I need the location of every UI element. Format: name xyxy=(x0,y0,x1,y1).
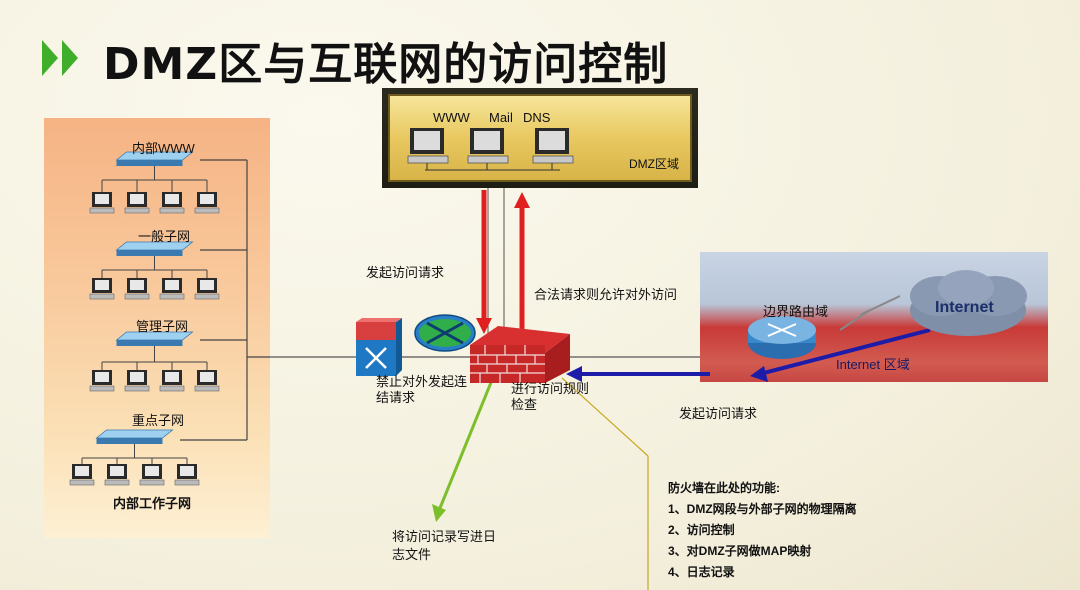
title-chevron-icon xyxy=(42,40,78,76)
log-arrow xyxy=(438,379,494,509)
subnet-label-www: 内部WWW xyxy=(132,141,195,156)
pc-icon xyxy=(139,464,165,486)
firewall-icon xyxy=(470,326,570,383)
pc-icon xyxy=(159,278,185,300)
dmz-server-dns: DNS xyxy=(523,110,551,125)
internet-cloud-label: Internet xyxy=(935,299,994,316)
pc-icon xyxy=(89,192,115,214)
callout-line xyxy=(561,377,649,457)
pc-icon xyxy=(104,464,130,486)
pc-icon xyxy=(159,370,185,392)
label-initiate-right: 发起访问请求 xyxy=(679,406,758,421)
switch-icon xyxy=(115,331,194,346)
switch-icon xyxy=(115,241,194,256)
border-router-icon xyxy=(748,316,816,359)
pc-icon xyxy=(124,370,150,392)
pc-icon xyxy=(89,370,115,392)
pc-icon xyxy=(194,370,220,392)
pc-icon xyxy=(194,278,220,300)
border-router-label: 边界路由域 xyxy=(763,304,829,319)
server-pc-icon xyxy=(467,128,509,170)
dmz-server-mail: Mail xyxy=(489,110,513,125)
pc-icon xyxy=(159,192,185,214)
router-icon xyxy=(414,314,476,352)
dmz-server-www: WWW xyxy=(433,110,470,125)
pc-icon xyxy=(194,192,220,214)
server-pc-icon xyxy=(407,128,449,170)
label-initiate-left: 发起访问请求 xyxy=(366,265,445,280)
subnet-label-general: 一般子网 xyxy=(138,229,191,244)
pc-icon xyxy=(124,278,150,300)
label-log-write: 将访问记录写进日志文件 xyxy=(392,529,497,562)
pc-icon xyxy=(69,464,95,486)
label-rule-check: 进行访问规则检查 xyxy=(511,381,590,412)
label-forbid-outbound: 禁止对外发起连结请求 xyxy=(376,374,468,405)
internal-footer-label: 内部工作子网 xyxy=(113,496,192,511)
switch-icon xyxy=(356,318,402,376)
switch-icon xyxy=(95,429,174,444)
subnet-label-key: 重点子网 xyxy=(132,413,185,428)
function-item: 4、日志记录 xyxy=(668,565,735,579)
label-allow-legal: 合法请求则允许对外访问 xyxy=(534,287,678,302)
pc-icon xyxy=(174,464,200,486)
switch-icon xyxy=(115,151,194,166)
internet-cloud-icon xyxy=(910,270,1027,336)
internet-zone-label: Internet 区域 xyxy=(836,357,910,372)
functions-heading: 防火墙在此处的功能: xyxy=(668,481,780,495)
pc-icon xyxy=(124,192,150,214)
function-item: 1、DMZ网段与外部子网的物理隔离 xyxy=(668,502,857,516)
function-item: 2、访问控制 xyxy=(668,523,735,537)
pc-icon xyxy=(89,278,115,300)
subnet-label-mgmt: 管理子网 xyxy=(136,319,189,334)
dmz-zone-label: DMZ区域 xyxy=(629,157,679,171)
function-item: 3、对DMZ子网做MAP映射 xyxy=(668,544,812,558)
server-pc-icon xyxy=(532,128,574,170)
firewall-functions-list: 防火墙在此处的功能: 1、DMZ网段与外部子网的物理隔离 2、访问控制 3、对D… xyxy=(668,478,857,583)
page-title: DMZ区与互联网的访问控制 xyxy=(103,39,669,90)
